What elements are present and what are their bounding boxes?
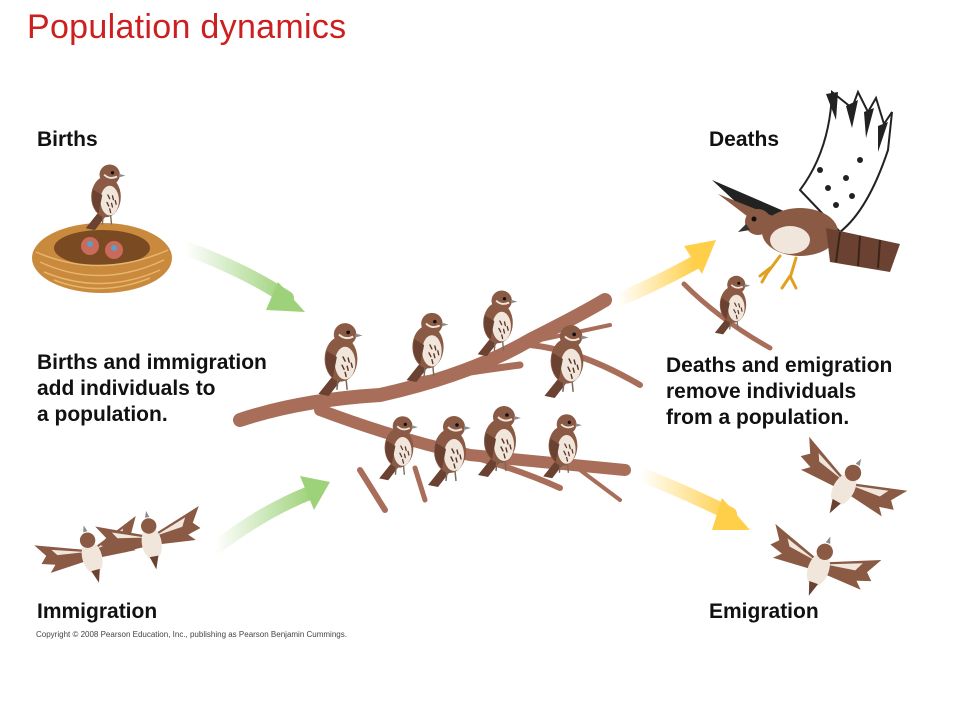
left-description: Births and immigration add individuals t… (37, 350, 267, 428)
deaths-arrow (611, 240, 716, 307)
births-arrow (178, 241, 305, 312)
right-description-line: Deaths and emigration (666, 354, 893, 377)
emigration-birds (756, 430, 910, 615)
prey-bird (681, 274, 773, 351)
emigration-arrow (633, 467, 750, 530)
left-description-line: Births and immigration (37, 351, 267, 374)
right-description-line: from a population. (666, 406, 850, 429)
parent-sparrow (84, 163, 127, 232)
copyright-notice: Copyright © 2008 Pearson Education, Inc.… (36, 630, 347, 639)
left-description-line: a population. (37, 403, 168, 426)
births-label: Births (37, 128, 98, 151)
left-description-line: add individuals to (37, 377, 216, 400)
hawk-illustration (712, 89, 900, 290)
right-description-line: remove individuals (666, 380, 857, 403)
nest-illustration (32, 223, 172, 293)
deaths-label: Deaths (709, 128, 780, 151)
immigration-label: Immigration (37, 600, 158, 623)
immigration-arrow (208, 476, 330, 555)
right-description: Deaths and emigration remove individuals… (666, 353, 892, 431)
immigration-birds (32, 501, 209, 597)
page-title: Population dynamics (27, 8, 347, 46)
emigration-label: Emigration (709, 600, 819, 623)
